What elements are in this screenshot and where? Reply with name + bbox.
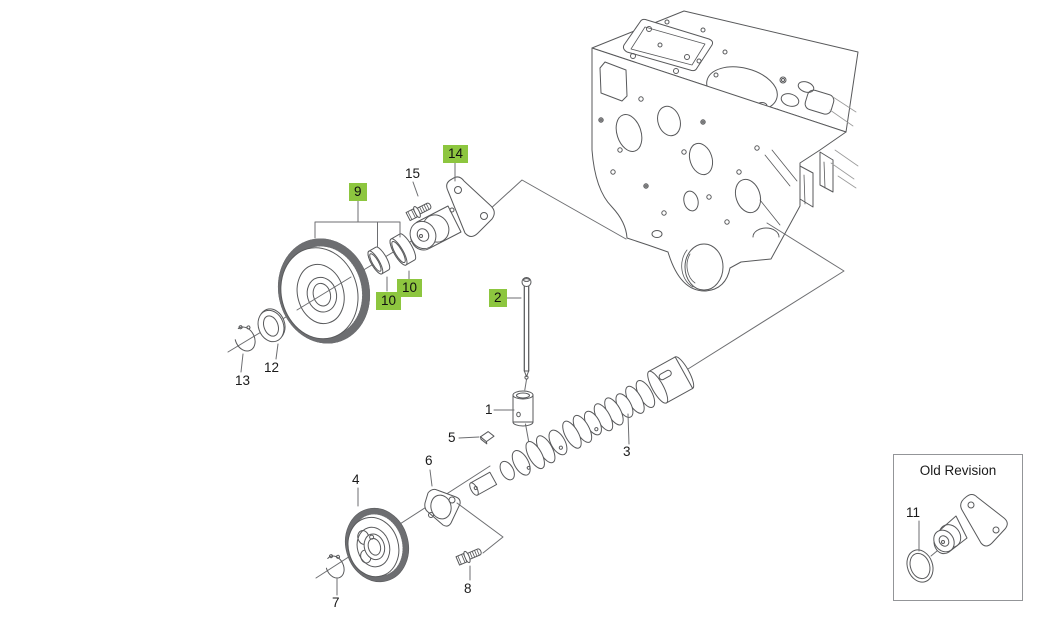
callout-13[interactable]: 13	[235, 373, 251, 388]
bolt-15-illustration	[405, 202, 432, 222]
callout-10-left[interactable]: 10	[376, 292, 402, 310]
thrust-ring-outer-illustration	[389, 233, 417, 266]
bolt-8-illustration	[455, 548, 482, 566]
callout-14[interactable]: 14	[443, 145, 469, 163]
washer-illustration	[257, 308, 286, 343]
camshaft-illustration	[469, 356, 695, 496]
callout-12[interactable]: 12	[264, 360, 280, 375]
engine-block-illustration	[591, 10, 859, 292]
thrust-plate-illustration	[424, 488, 461, 527]
push-rod-illustration	[521, 277, 532, 380]
old-revision-part-illustration	[906, 494, 1008, 583]
callout-leader-lines	[240, 162, 920, 596]
woodruff-key-illustration	[480, 431, 495, 445]
callout-3[interactable]: 3	[623, 444, 631, 459]
old-revision-title: Old Revision	[919, 463, 997, 478]
camshaft-gear-illustration	[345, 507, 409, 583]
callout-6[interactable]: 6	[425, 453, 433, 468]
callout-5[interactable]: 5	[448, 430, 456, 445]
bracket-housing-illustration	[409, 176, 495, 251]
callout-9[interactable]: 9	[349, 183, 367, 201]
callout-8[interactable]: 8	[464, 581, 472, 596]
snap-ring-7-illustration	[325, 554, 345, 579]
callout-10-right[interactable]: 10	[397, 279, 423, 297]
callout-11-old-revision[interactable]: 11	[906, 505, 921, 520]
o-ring-illustration	[906, 549, 934, 583]
snap-ring-13-illustration	[234, 325, 256, 352]
idler-gear-illustration	[277, 238, 371, 344]
callout-2[interactable]: 2	[489, 289, 507, 307]
callout-15[interactable]: 15	[405, 166, 421, 181]
callout-1[interactable]: 1	[485, 402, 493, 417]
callout-7[interactable]: 7	[332, 595, 340, 610]
callout-4[interactable]: 4	[352, 472, 360, 487]
thrust-ring-inner-illustration	[367, 246, 391, 275]
old-revision-panel: Old Revision	[893, 454, 1023, 601]
tappet-illustration	[512, 390, 534, 427]
